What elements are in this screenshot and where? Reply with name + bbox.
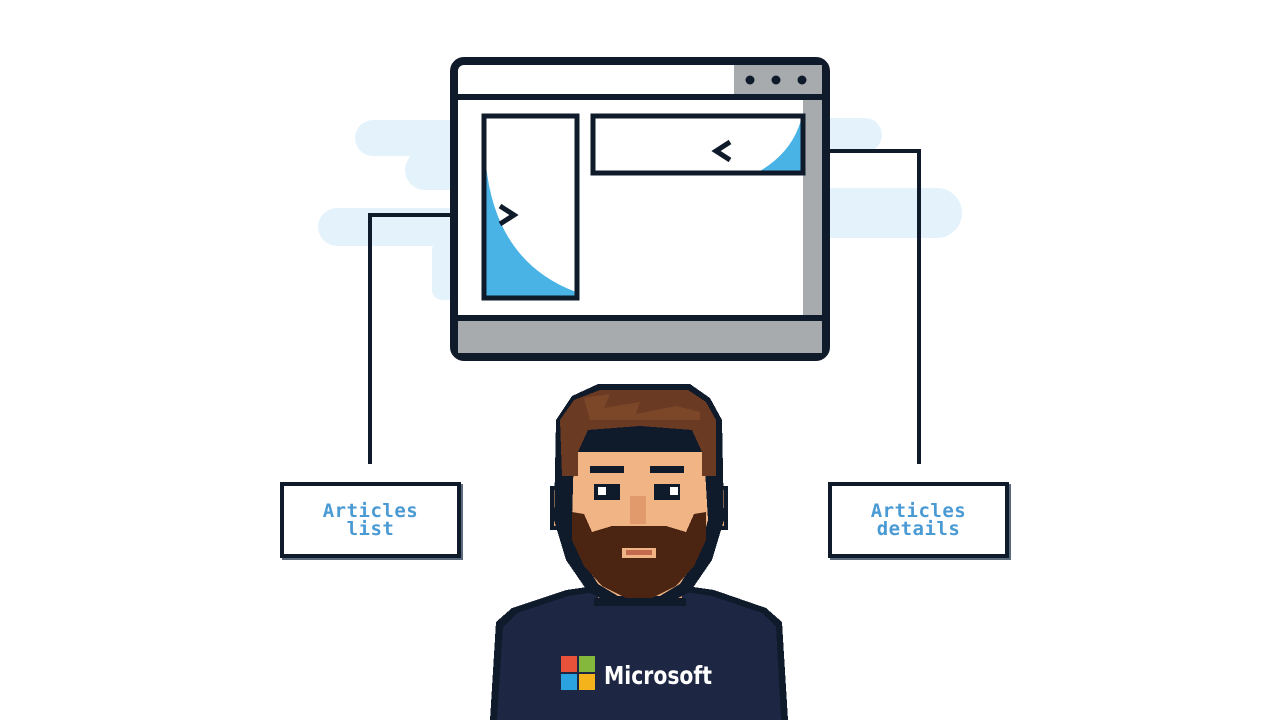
arrow-left-icon [711,139,732,163]
window-bottom-shade [458,320,822,353]
articles-details-label-line2: details [876,518,961,540]
character-avatar: Microsoft [490,384,788,720]
shirt-brand-text: Microsoft [604,661,712,690]
details-pane [590,113,806,176]
microsoft-logo-icon [561,656,595,690]
list-pane [481,113,580,301]
window-right-shade [803,99,822,317]
arrow-right-icon [498,203,519,227]
eye-left [594,484,620,500]
articles-list-label-line2: list [346,518,395,540]
eyebrow-left [590,466,624,473]
articles-list-label-line1: Articles [322,500,419,522]
dot-icon [771,75,781,85]
nose [630,496,646,524]
articles-details-label-box: Articles details [828,482,1009,558]
articles-list-label: Articles list [322,500,419,540]
window-icon [450,57,830,361]
dot-icon [745,75,755,85]
articles-list-label-box: Articles list [280,482,461,558]
articles-details-label-line1: Articles [870,500,967,522]
eyebrow-right [650,466,684,473]
articles-details-label: Articles details [870,500,967,540]
dot-icon [797,75,807,85]
